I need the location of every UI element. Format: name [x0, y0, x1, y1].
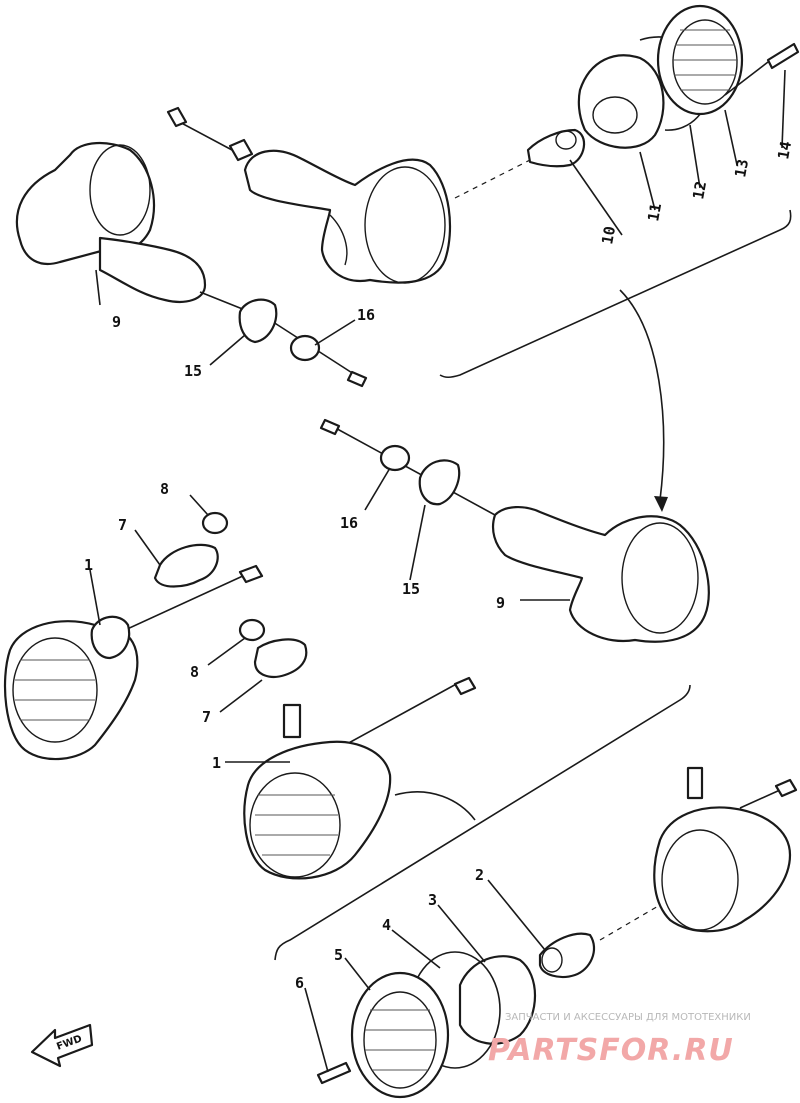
label-14: 14 [774, 140, 795, 161]
part-number-labels: 9 15 16 10 11 12 13 14 16 15 9 8 7 1 8 7… [84, 140, 795, 992]
top-lens-parts [454, 4, 800, 199]
label-10: 10 [598, 225, 619, 246]
label-9-top: 9 [112, 313, 121, 331]
label-15-mid: 15 [402, 580, 420, 598]
label-2: 2 [475, 866, 484, 884]
label-8-left: 8 [160, 480, 169, 498]
label-8-center: 8 [190, 663, 199, 681]
bottom-housing [653, 766, 798, 933]
watermark: ЗАПЧАСТИ И АКСЕССУАРЫ ДЛЯ МОТОТЕХНИКИ PA… [488, 1012, 751, 1068]
label-7-left: 7 [118, 516, 127, 534]
front-flasher-left [3, 511, 264, 761]
label-1-left: 1 [84, 556, 93, 574]
label-15-top: 15 [184, 362, 202, 380]
front-flasher-center [238, 618, 477, 880]
label-16-mid: 16 [340, 514, 358, 532]
leader-lines [89, 69, 786, 1073]
rear-flasher-left [15, 106, 271, 321]
label-6: 6 [295, 974, 304, 992]
rear-flasher-right [243, 149, 452, 284]
label-13: 13 [731, 158, 752, 179]
watermark-caption: ЗАПЧАСТИ И АКСЕССУАРЫ ДЛЯ МОТОТЕХНИКИ [505, 1012, 751, 1023]
watermark-brand: PARTSFOR.RU [488, 1033, 734, 1068]
label-16-top: 16 [357, 306, 375, 324]
label-1-center: 1 [212, 754, 221, 772]
label-9-mid: 9 [496, 594, 505, 612]
label-12: 12 [689, 180, 710, 201]
top-fasteners [238, 298, 368, 388]
label-7-center: 7 [202, 708, 211, 726]
middle-fasteners [319, 418, 496, 516]
bottom-group-bracket [274, 684, 691, 961]
label-5: 5 [334, 946, 343, 964]
top-group-bracket [439, 209, 792, 512]
forward-direction-indicator: FWD [30, 1023, 94, 1068]
label-4: 4 [382, 916, 391, 934]
label-3: 3 [428, 891, 437, 909]
bottom-lens-parts [316, 904, 661, 1099]
label-11: 11 [644, 202, 665, 223]
middle-rear-flasher [491, 506, 710, 643]
